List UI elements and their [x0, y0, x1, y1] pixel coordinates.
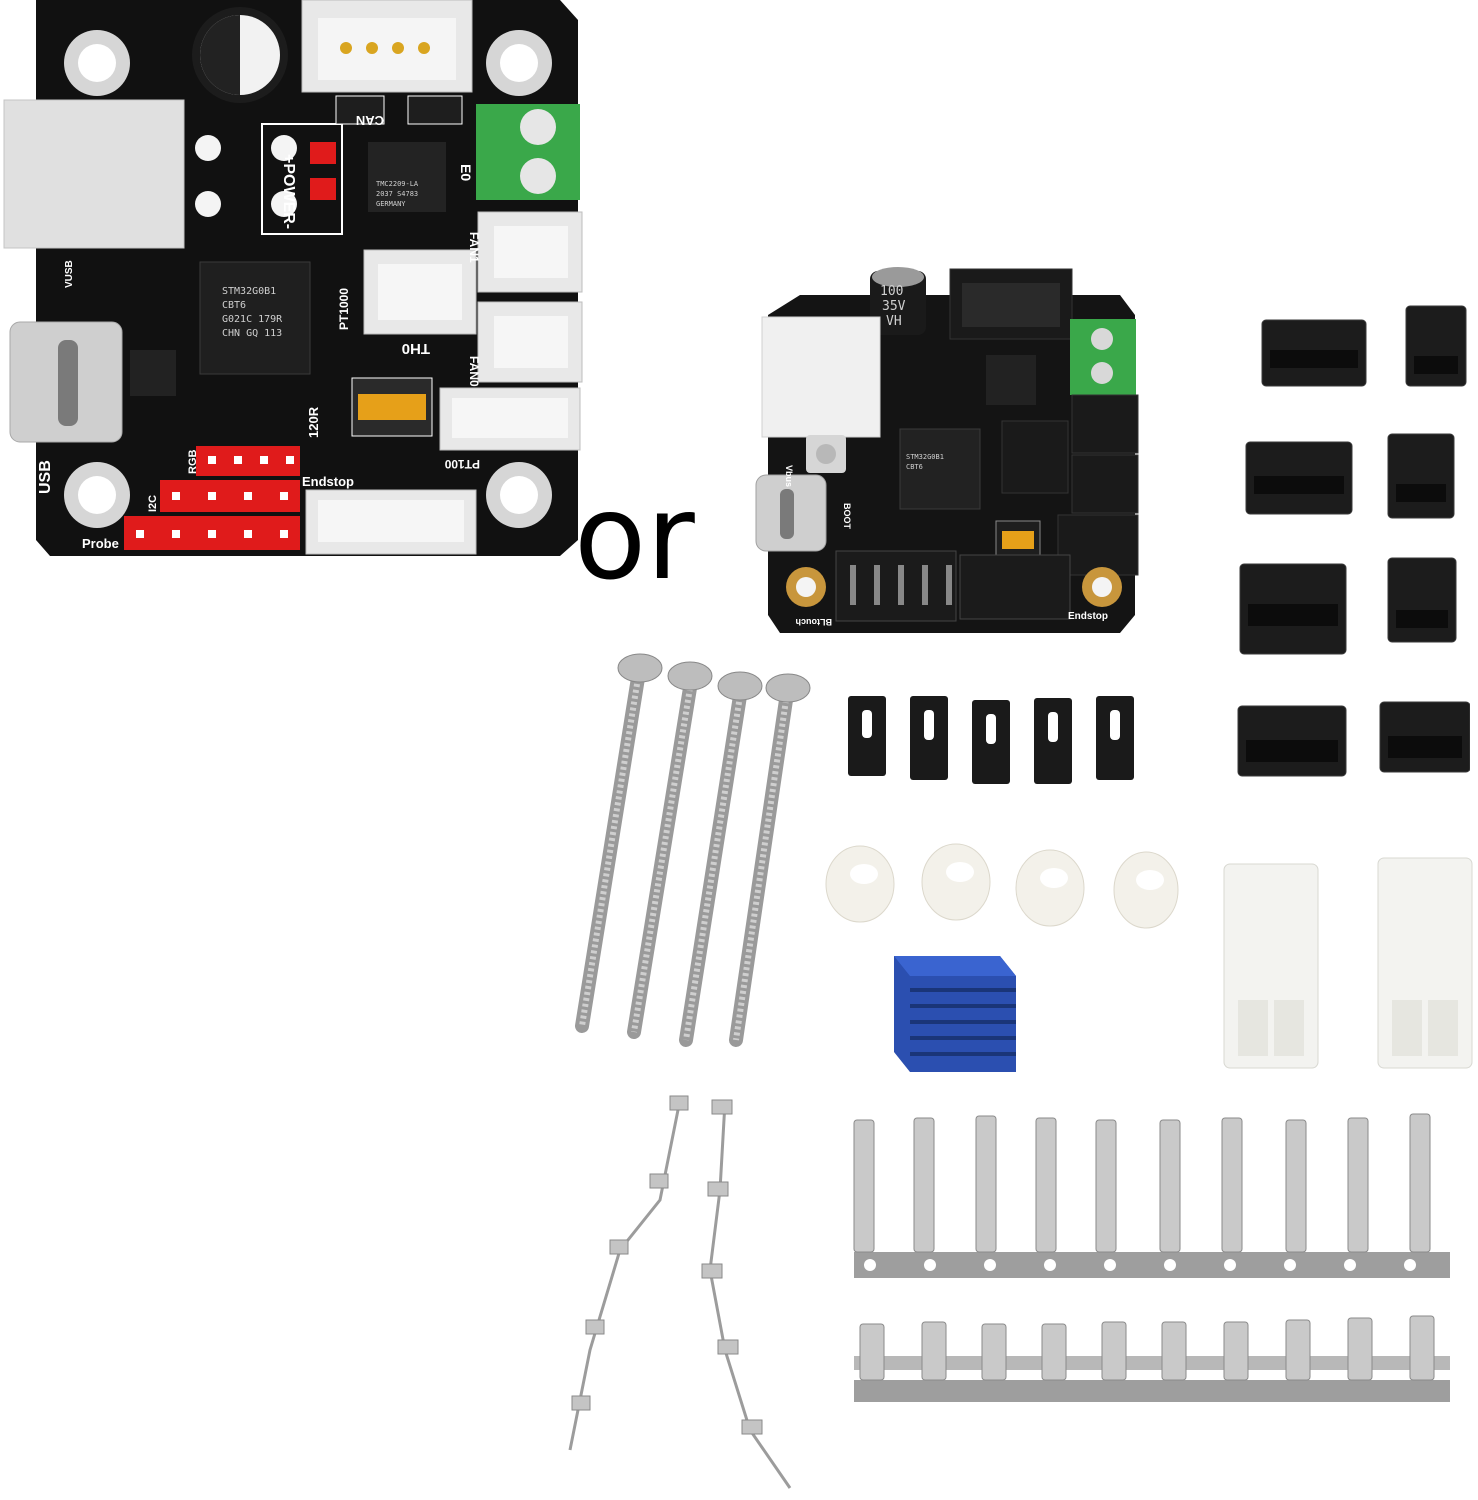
label-can: CAN: [356, 113, 384, 128]
jumper-caps: [840, 690, 1160, 790]
label-boot: BOOT: [842, 503, 852, 530]
label-pt1000: PT1000: [337, 288, 351, 330]
label-rgb: RGB: [187, 450, 199, 475]
housing-2pin-3: [1387, 557, 1457, 643]
driver-line-1: TMC2209-LA: [376, 180, 419, 188]
mcu-b-line-2: CBT6: [906, 463, 923, 471]
driver-line-3: GERMANY: [376, 200, 406, 208]
label-endstop: Endstop: [302, 474, 354, 489]
screws: [560, 648, 820, 1048]
cap-line-2: 35V: [882, 299, 906, 314]
mcu-line-4: CHN GQ 113: [222, 328, 282, 339]
housing-2pin-2: [1387, 433, 1455, 519]
crimp-terminals-loose: [550, 1090, 810, 1490]
power-housings: [1210, 850, 1478, 1080]
cap-line-1: 100: [880, 284, 903, 299]
heatsink: [880, 946, 1030, 1076]
mcu-line-3: G021C 179R: [222, 314, 283, 325]
label-e0: E0: [458, 164, 474, 181]
label-i2c: I2C: [147, 495, 159, 512]
label-th0: TH0: [402, 340, 430, 357]
label-usb: USB: [37, 460, 54, 494]
label-vbus: Vbus: [784, 465, 794, 487]
label-fan0: FAN0: [467, 356, 481, 387]
or-separator: or: [574, 468, 695, 606]
crimp-terminals-strips: [840, 1100, 1460, 1420]
label-probe: Probe: [82, 536, 119, 551]
driver-line-2: 2037 S4783: [376, 190, 418, 198]
label-120r: 120R: [306, 406, 321, 438]
mcu-line-2: CBT6: [222, 300, 246, 311]
label-pt100: PT100: [444, 457, 480, 471]
mcu-b-line-1: STM32G0B1: [906, 453, 944, 461]
label-vusb: VUSB: [64, 260, 75, 288]
cap-line-3: VH: [886, 314, 902, 329]
board-a: CAN +POWER- E0 FAN1 FAN0 PT1000 TH0 120R…: [0, 0, 600, 560]
label-power: +POWER-: [280, 154, 297, 229]
board-b: 100 35V VH Vbus BOOT Endstop BLtouch STM…: [740, 255, 1140, 635]
label-bltouch: BLtouch: [796, 617, 833, 627]
nylon-spacers: [820, 840, 1180, 940]
label-endstop-b: Endstop: [1068, 611, 1108, 622]
connector-housings: [1230, 300, 1470, 780]
label-fan1: FAN1: [467, 232, 481, 263]
mcu-line-1: STM32G0B1: [222, 286, 276, 297]
